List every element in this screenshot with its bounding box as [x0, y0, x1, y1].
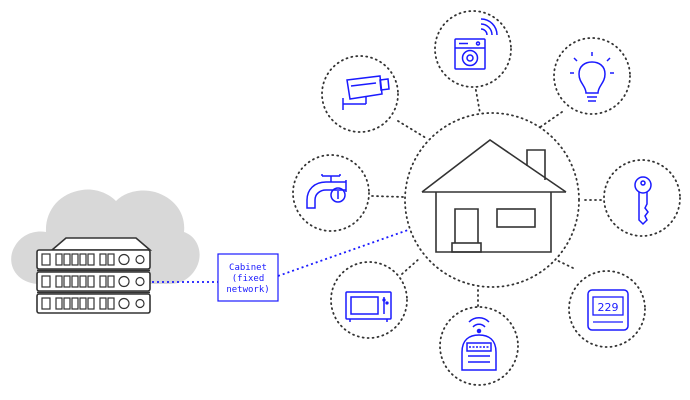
security-camera-node — [321, 55, 399, 133]
thermostat-icon: 229 — [587, 289, 629, 331]
device-connections — [371, 84, 602, 307]
light-bulb-node — [553, 37, 631, 115]
microwave-icon — [345, 291, 392, 322]
microwave-node — [330, 261, 408, 339]
server-rack-icon — [36, 237, 153, 314]
house-icon — [421, 139, 567, 253]
washing-machine-icon — [454, 18, 498, 70]
cabinet-label-line3: network) — [226, 285, 269, 295]
water-tap-icon — [306, 174, 347, 209]
security-camera-icon — [342, 75, 390, 110]
smart-meter-icon — [461, 317, 497, 371]
house-hub — [404, 112, 580, 288]
cabinet-node: Cabinet (fixed network) — [217, 253, 279, 302]
cabinet-label-line1: Cabinet — [229, 263, 267, 273]
thermostat-readout: 229 — [598, 301, 619, 314]
smart-meter-node — [439, 306, 519, 386]
light-bulb-icon — [570, 52, 614, 102]
key-icon — [634, 176, 652, 226]
cabinet-label-line2: (fixed — [232, 274, 265, 284]
key-node — [603, 159, 681, 237]
washing-machine-node — [434, 10, 512, 88]
